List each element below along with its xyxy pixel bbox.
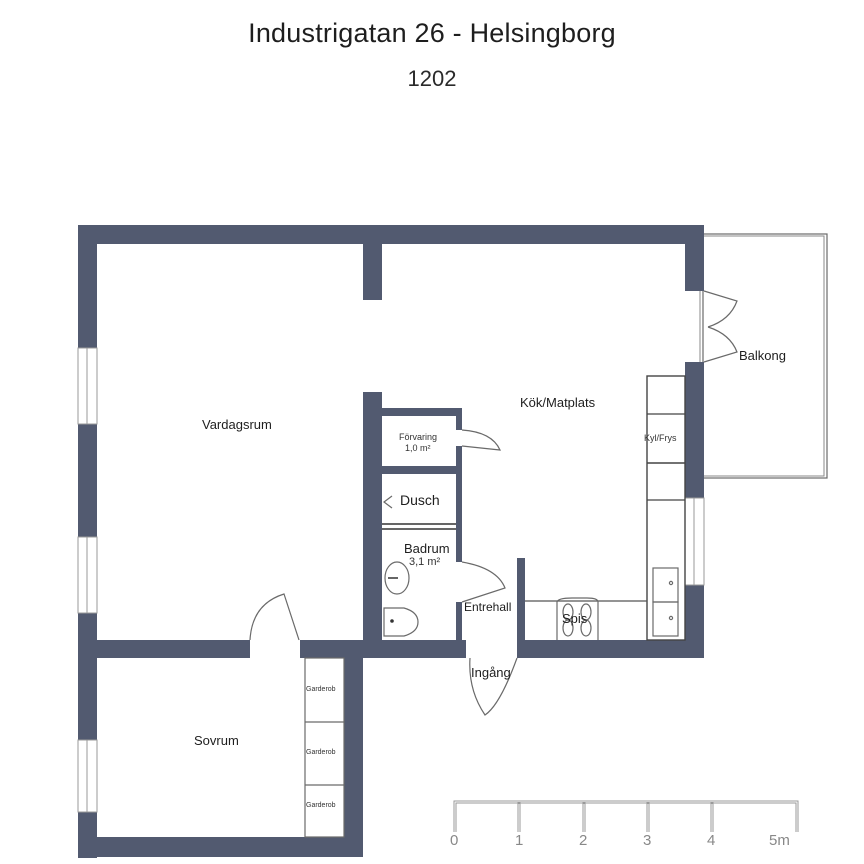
room-label-sovrum: Sovrum — [194, 733, 239, 748]
balcony-outline — [699, 233, 828, 479]
room-label-dusch: Dusch — [400, 492, 440, 508]
room-label-kok: Kök/Matplats — [520, 395, 596, 410]
room-label-vardagsrum: Vardagsrum — [202, 417, 272, 432]
scale-tick-0: 0 — [450, 832, 459, 849]
scale-tick-2: 2 — [579, 832, 588, 849]
room-area-badrum: 3,1 m² — [409, 556, 441, 568]
room-label-entrehall: Entrehall — [464, 600, 512, 614]
fixture-label-garderob-1: Garderob — [306, 686, 336, 693]
kitchen-fixtures — [525, 375, 686, 641]
fixture-label-garderob-2: Garderob — [306, 749, 336, 756]
scale-tick-5m: 5m — [769, 832, 790, 849]
room-label-balkong: Balkong — [739, 348, 786, 363]
doors — [249, 290, 738, 716]
scale-tick-4: 4 — [707, 832, 716, 849]
apartment-number: 1202 — [407, 66, 457, 91]
room-label-ingang: Ingång — [471, 665, 511, 680]
fixture-label-garderob-3: Garderob — [306, 802, 336, 809]
bathroom-fixtures — [382, 495, 456, 637]
fixture-label-spis: Spis — [562, 611, 588, 626]
room-area-forvaring: 1,0 m² — [405, 443, 431, 453]
scale-bar — [453, 800, 799, 832]
scale-tick-1: 1 — [515, 832, 524, 849]
plan-title: Industrigatan 26 - Helsingborg — [248, 18, 616, 48]
room-label-forvaring: Förvaring — [399, 432, 438, 442]
room-label-badrum: Badrum — [404, 541, 450, 556]
wardrobes — [304, 657, 345, 838]
fixture-label-kyl-frys: Kyl/Frys — [644, 433, 677, 443]
walls — [78, 225, 704, 858]
windows — [77, 347, 705, 813]
scale-tick-3: 3 — [643, 832, 652, 849]
